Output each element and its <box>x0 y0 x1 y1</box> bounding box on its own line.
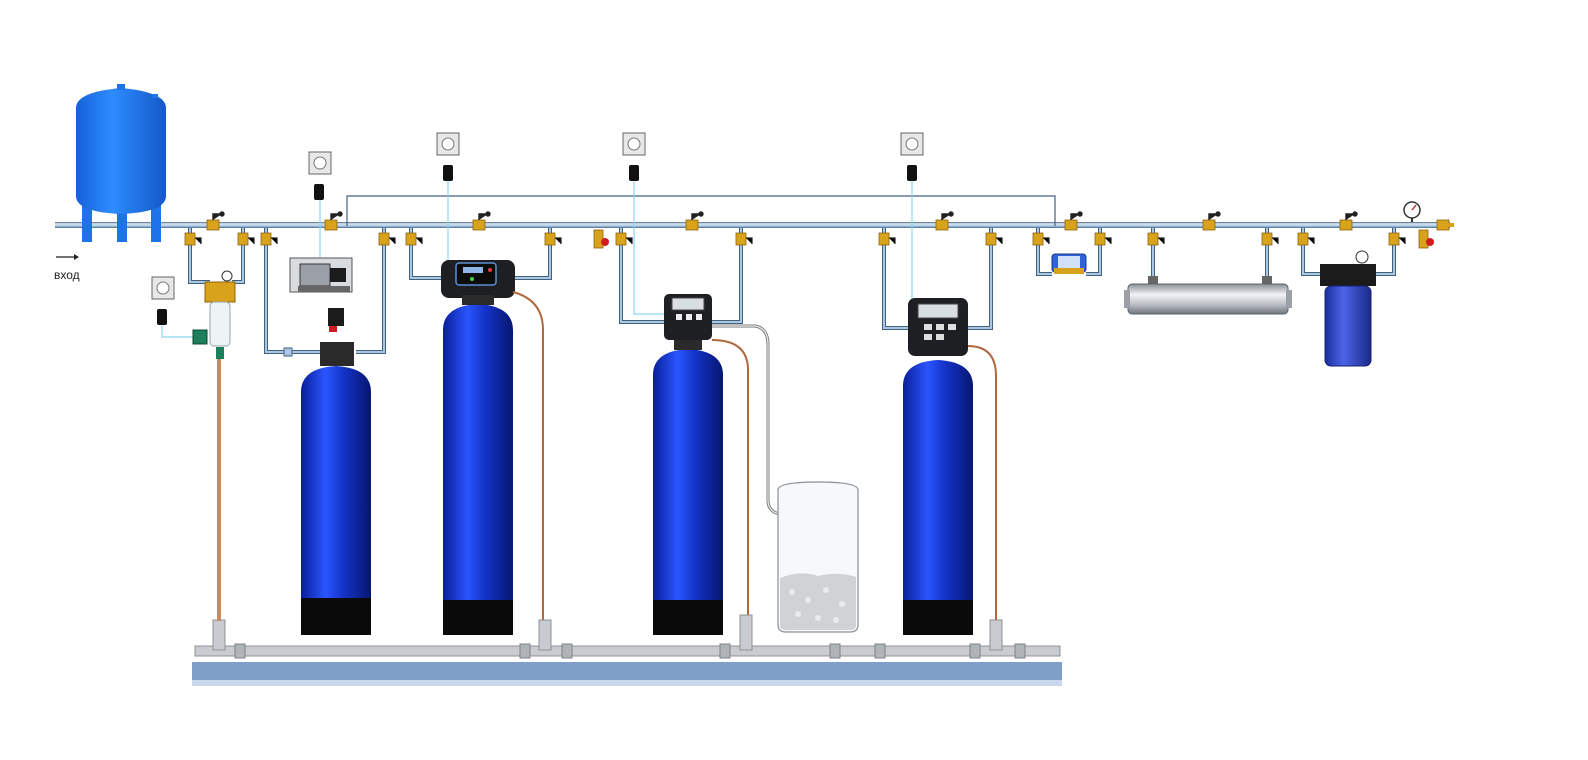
expansion-tank-icon <box>76 84 166 242</box>
socket-icon <box>436 132 460 181</box>
brine-tank-icon <box>777 481 859 633</box>
socket-icon <box>622 132 646 181</box>
floor-band <box>192 662 1062 680</box>
power-sockets <box>151 132 924 325</box>
pressure-tank-icon <box>441 260 544 635</box>
inlet <box>56 254 79 260</box>
aeration-head <box>283 308 354 366</box>
drain-pipe <box>194 645 1061 657</box>
floor-band-edge <box>192 680 1062 686</box>
signal-lines <box>161 181 913 338</box>
pressure-tank-icon <box>301 366 371 635</box>
socket-icon <box>900 132 924 181</box>
pressure-tank-icon <box>903 298 997 635</box>
uv-lamp-icon <box>1124 276 1292 315</box>
cartridge-filter-icon <box>1320 250 1376 367</box>
sample-tap-icon <box>593 229 1434 249</box>
inlet-label: вход <box>54 268 80 282</box>
socket-icon <box>308 151 332 200</box>
pressure-tank-icon <box>653 294 781 635</box>
flow-meter-icon <box>1051 253 1087 274</box>
socket-icon <box>151 276 175 325</box>
outlet-end <box>1448 223 1454 227</box>
bypass-line <box>346 195 1056 226</box>
branch-valves <box>184 232 1400 246</box>
pressure-gauge-icon <box>1403 201 1421 222</box>
main-supply-pipe <box>55 222 1450 228</box>
main-line-valves <box>206 219 1450 231</box>
filter-housing-icon <box>192 270 236 621</box>
compressor-icon <box>289 257 353 293</box>
drain-line <box>192 614 1062 686</box>
